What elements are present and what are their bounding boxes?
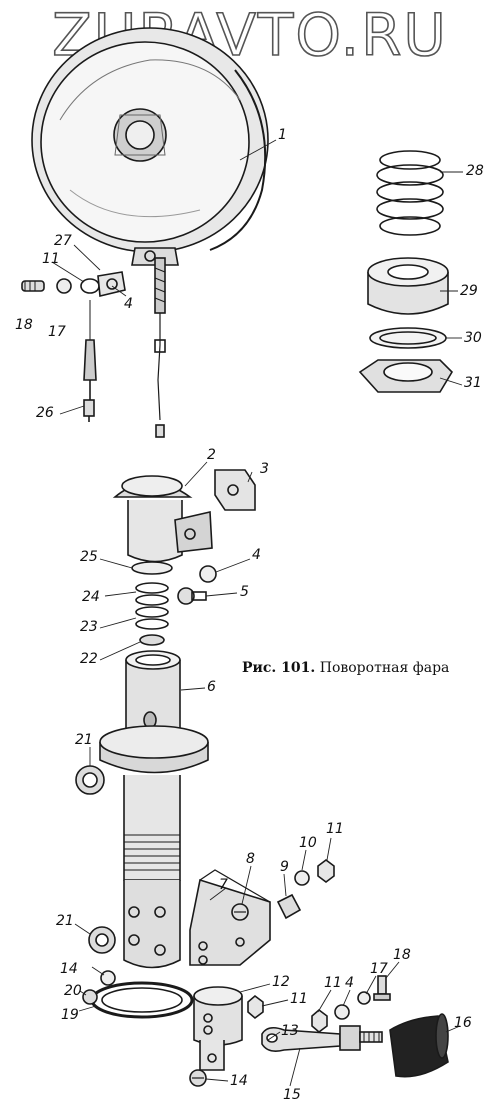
callout-20: 20 [64, 983, 82, 999]
callout-11-mid: 11 [290, 991, 308, 1007]
callout-3: 3 [260, 461, 269, 477]
callout-17-upper: 17 [48, 324, 66, 340]
shaft-6 [99, 650, 209, 969]
callout-25: 25 [80, 549, 98, 565]
callout-31: 31 [464, 375, 482, 391]
callout-29: 29 [460, 283, 478, 299]
bracket-7 [189, 869, 271, 966]
callout-23: 23 [80, 619, 98, 635]
lever-15 [261, 1025, 383, 1052]
callout-15: 15 [283, 1087, 301, 1103]
callout-1: 1 [278, 127, 287, 143]
callout-27: 27 [54, 233, 72, 249]
figure-title: Поворотная фара [319, 660, 450, 676]
callout-4-mid: 4 [252, 547, 261, 563]
spring-24-23 [135, 582, 169, 630]
washer-14 [100, 970, 116, 986]
clamp-block-12 [193, 986, 243, 1071]
bushing-21-lower [88, 926, 116, 954]
callout-11-right: 11 [326, 821, 344, 837]
nut-11-top [317, 859, 335, 883]
washer-4-bottom [334, 1004, 350, 1020]
bolt-18-bottom [373, 975, 391, 1001]
washer-30 [369, 327, 447, 349]
callout-16: 16 [454, 1015, 472, 1031]
callout-2: 2 [207, 447, 216, 463]
callout-17-bottom: 17 [370, 961, 388, 977]
callout-11-bottom: 11 [324, 975, 342, 991]
callout-14-bottom: 14 [230, 1073, 248, 1089]
washer-10 [294, 870, 310, 886]
callout-10: 10 [299, 835, 317, 851]
figure-caption: Рис. 101. Поворотная фара [242, 660, 449, 676]
figure-number: Рис. 101. [242, 660, 316, 676]
clamp-9 [276, 893, 302, 920]
callout-30: 30 [464, 330, 482, 346]
callout-12: 12 [272, 974, 290, 990]
callout-8: 8 [246, 851, 255, 867]
callout-22: 22 [80, 651, 98, 667]
callout-19: 19 [61, 1007, 79, 1023]
callout-28: 28 [466, 163, 484, 179]
lamp-mount-hardware [21, 271, 126, 422]
callout-11-upper: 11 [42, 251, 60, 267]
screw-8 [231, 903, 249, 921]
knob-16 [389, 1013, 449, 1078]
callout-14-left: 14 [60, 961, 78, 977]
bolt-5 [177, 587, 207, 605]
nut-31 [358, 359, 454, 393]
callout-24: 24 [82, 589, 100, 605]
callout-4-bottom: 4 [345, 975, 354, 991]
callout-26: 26 [36, 405, 54, 421]
callout-18-bottom: 18 [393, 947, 411, 963]
nut-11-bottom [311, 1008, 328, 1034]
bushing-21-upper [75, 765, 105, 795]
callout-4-upper: 4 [124, 296, 133, 312]
washer-22 [139, 634, 165, 646]
washer-4 [199, 565, 217, 583]
block-3 [214, 469, 256, 511]
callout-21-upper: 21 [75, 732, 93, 748]
headlamp-assembly [31, 27, 269, 438]
callout-13: 13 [281, 1023, 299, 1039]
washer-25 [131, 561, 173, 575]
washer-17-bottom [357, 991, 371, 1005]
callout-21-lower: 21 [56, 913, 74, 929]
bushing-29 [367, 257, 449, 315]
callout-5: 5 [240, 584, 249, 600]
spring-28 [376, 150, 444, 236]
callout-18-upper: 18 [15, 317, 33, 333]
callout-7: 7 [219, 877, 228, 893]
callout-9: 9 [280, 859, 289, 875]
screw-14-lower [189, 1069, 207, 1087]
nut-11-mid [247, 994, 264, 1020]
callout-6: 6 [207, 679, 216, 695]
bracket-head-2 [112, 475, 213, 563]
bolt-20 [82, 989, 98, 1005]
